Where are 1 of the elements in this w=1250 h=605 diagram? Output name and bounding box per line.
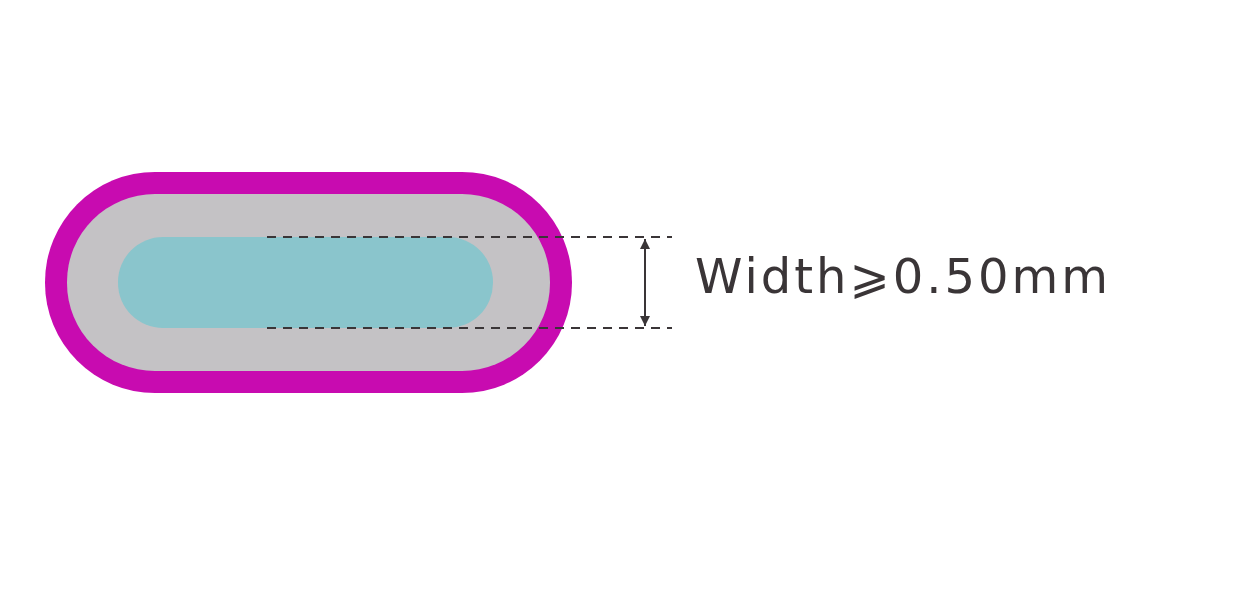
dimension-label: Width⩾0.50mm bbox=[695, 252, 1112, 300]
